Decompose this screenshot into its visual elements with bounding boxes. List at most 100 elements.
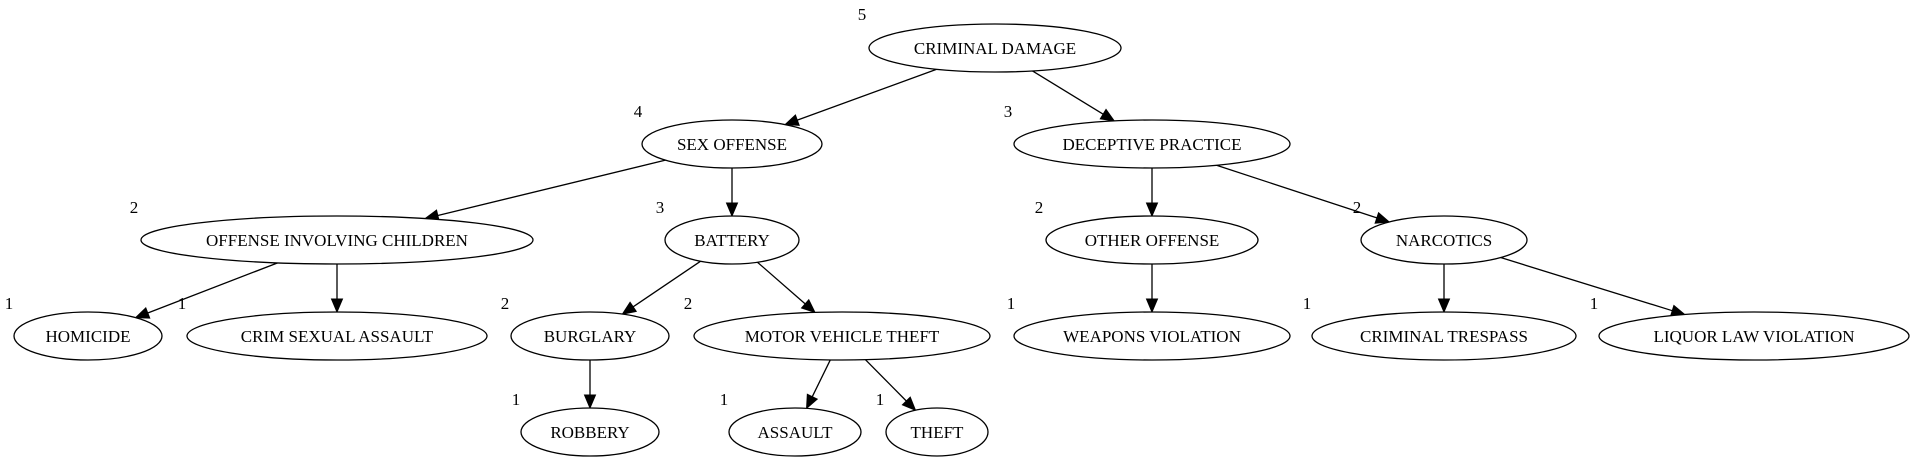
arrowhead [800, 298, 816, 314]
node-label: WEAPONS VIOLATION [1063, 327, 1241, 346]
edge-sex-offense-to-offense-involving-children [423, 159, 666, 222]
arrowhead [806, 393, 819, 410]
node-label: CRIMINAL TRESPASS [1360, 327, 1528, 346]
node-narcotics: NARCOTICS 2 [1353, 198, 1528, 265]
node-rank-label: 4 [634, 102, 643, 121]
arrowhead [621, 301, 638, 315]
edge-sex-offense-to-battery [725, 168, 739, 218]
node-ellipse [664, 215, 800, 265]
node-rank-label: 1 [1590, 294, 1599, 313]
edge-line [757, 261, 806, 305]
edge-line [797, 68, 937, 121]
node-label: ASSAULT [758, 423, 834, 442]
node-rank-label: 1 [178, 294, 187, 313]
node-ellipse [1311, 311, 1577, 361]
node-liquor-law-violation: LIQUOR LAW VIOLATION 1 [1590, 294, 1910, 361]
edge-deceptive-practice-to-other-offense [1145, 168, 1159, 218]
node-label: OTHER OFFENSE [1085, 231, 1220, 250]
node-ellipse [1598, 311, 1910, 361]
node-criminal-trespass: CRIMINAL TRESPASS 1 [1303, 294, 1577, 361]
edge-offense-involving-children-to-crim-sexual-assault [330, 264, 344, 314]
node-rank-label: 2 [130, 198, 139, 217]
node-label: SEX OFFENSE [677, 135, 787, 154]
node-rank-label: 1 [876, 390, 885, 409]
arrowhead [1437, 298, 1451, 314]
node-robbery: ROBBERY 1 [512, 390, 660, 457]
arrowhead [330, 298, 344, 314]
node-ellipse [520, 407, 660, 457]
node-label: HOMICIDE [46, 327, 131, 346]
arrowhead [725, 202, 739, 218]
node-rank-label: 2 [501, 294, 510, 313]
edge-criminal-damage-to-sex-offense [783, 68, 937, 126]
node-label: LIQUOR LAW VIOLATION [1653, 327, 1854, 346]
edge-deceptive-practice-to-narcotics [1216, 164, 1391, 224]
node-rank-label: 1 [1007, 294, 1016, 313]
node-label: DECEPTIVE PRACTICE [1063, 135, 1242, 154]
node-ellipse [1013, 119, 1291, 169]
edge-line [1032, 70, 1104, 115]
node-weapons-violation: WEAPONS VIOLATION 1 [1007, 294, 1291, 361]
node-rank-label: 2 [684, 294, 693, 313]
arrowhead [783, 114, 800, 126]
node-ellipse [641, 119, 823, 169]
node-battery: BATTERY 3 [656, 198, 800, 265]
node-ellipse [885, 407, 989, 457]
edge-layer [134, 68, 1686, 412]
arrowhead [134, 306, 151, 319]
node-ellipse [186, 311, 488, 361]
node-motor-vehicle-theft: MOTOR VEHICLE THEFT 2 [684, 294, 991, 361]
edge-line [1216, 164, 1378, 219]
node-ellipse [510, 311, 670, 361]
node-label: CRIM SEXUAL ASSAULT [241, 327, 434, 346]
node-theft: THEFT 1 [876, 390, 989, 457]
node-ellipse [693, 311, 991, 361]
edge-battery-to-burglary [621, 260, 701, 315]
node-burglary: BURGLARY 2 [501, 294, 670, 361]
arrowhead [901, 396, 917, 412]
arrowhead [1374, 211, 1391, 224]
node-rank-label: 1 [720, 390, 729, 409]
node-offense-involving-children: OFFENSE INVOLVING CHILDREN 2 [130, 198, 534, 265]
node-rank-label: 3 [656, 198, 665, 217]
node-label: BATTERY [694, 231, 770, 250]
node-ellipse [13, 311, 163, 361]
arrowhead [1145, 298, 1159, 314]
node-label: OFFENSE INVOLVING CHILDREN [206, 231, 468, 250]
edge-offense-involving-children-to-homicide [134, 262, 278, 319]
node-ellipse [1360, 215, 1528, 265]
node-crim-sexual-assault: CRIM SEXUAL ASSAULT 1 [178, 294, 488, 361]
edge-line [864, 359, 907, 402]
edge-burglary-to-robbery [583, 360, 597, 410]
node-ellipse [728, 407, 862, 457]
node-label: BURGLARY [544, 327, 637, 346]
edge-battery-to-motor-vehicle-theft [757, 261, 816, 314]
node-label: ROBBERY [550, 423, 629, 442]
node-label: MOTOR VEHICLE THEFT [745, 327, 940, 346]
arrowhead [1145, 202, 1159, 218]
edge-narcotics-to-criminal-trespass [1437, 264, 1451, 314]
node-rank-label: 1 [1303, 294, 1312, 313]
node-rank-label: 1 [512, 390, 521, 409]
node-ellipse [140, 215, 534, 265]
node-label: NARCOTICS [1396, 231, 1492, 250]
node-label: THEFT [911, 423, 965, 442]
edge-line [1500, 256, 1673, 312]
node-rank-label: 1 [5, 294, 14, 313]
node-assault: ASSAULT 1 [720, 390, 862, 457]
edge-line [811, 359, 831, 397]
edge-other-offense-to-weapons-violation [1145, 264, 1159, 314]
node-ellipse [868, 23, 1122, 73]
node-rank-label: 5 [858, 5, 867, 24]
node-sex-offense: SEX OFFENSE 4 [634, 102, 823, 169]
edge-line [437, 159, 666, 217]
node-homicide: HOMICIDE 1 [5, 294, 163, 361]
edge-line [632, 260, 701, 308]
node-ellipse [1013, 311, 1291, 361]
node-rank-label: 2 [1353, 198, 1362, 217]
